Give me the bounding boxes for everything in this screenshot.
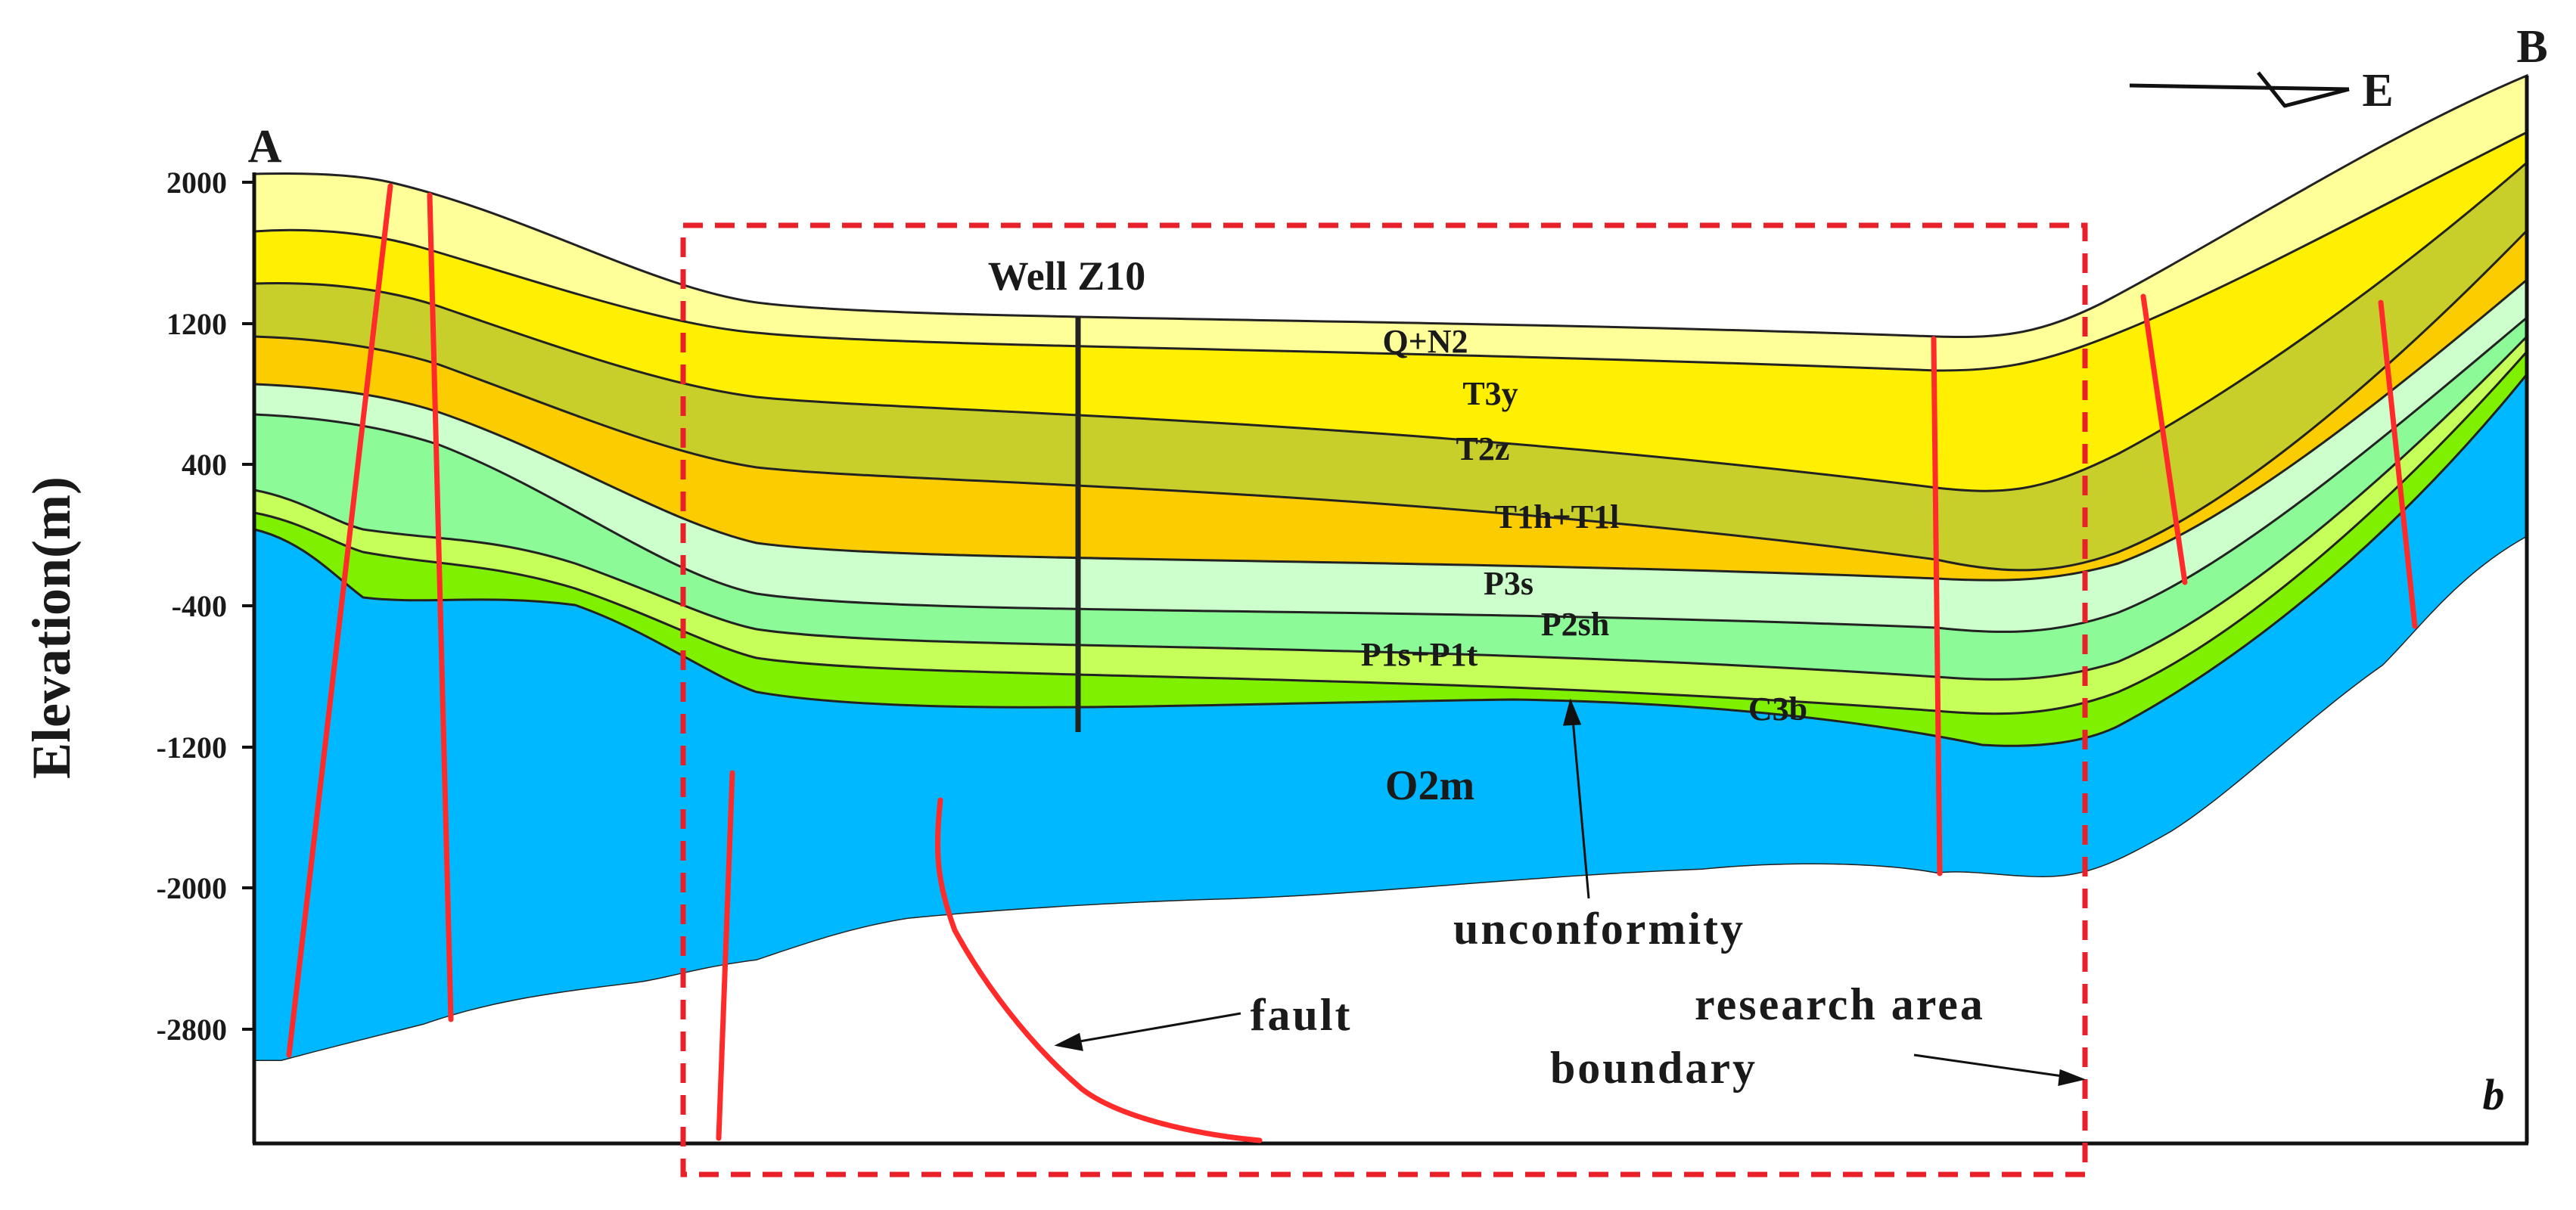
boundary-label-line2: boundary xyxy=(1550,1043,1757,1093)
y-tick: 2000 xyxy=(166,166,227,200)
layer-label: P1s+P1t xyxy=(1361,636,1478,673)
y-tick: -2000 xyxy=(157,871,227,905)
layer-label: P3s xyxy=(1484,565,1533,602)
fault-arrow xyxy=(1054,1012,1241,1051)
boundary-arrow xyxy=(1913,1053,2087,1086)
fault-line xyxy=(716,770,735,1141)
layer-label: C3b xyxy=(1748,690,1807,728)
layer-label: T3y xyxy=(1462,375,1518,412)
layer-labels: Q+N2 T3y T2z T1h+T1l P3s P2sh P1s+P1t C3… xyxy=(1361,323,1807,809)
geologic-layers xyxy=(253,73,2528,1143)
faults xyxy=(286,183,2418,1143)
well-z10-label: Well Z10 xyxy=(988,253,1146,299)
section-start-label: A xyxy=(248,121,282,172)
y-tick: -400 xyxy=(172,589,227,623)
layer-label: O2m xyxy=(1385,762,1474,809)
fault-curve xyxy=(934,797,1263,1143)
plot-frame xyxy=(252,76,2529,1146)
fault-line xyxy=(1931,336,1943,876)
layer-label: T1h+T1l xyxy=(1495,498,1619,535)
y-axis: Elevation(m) 2000 1200 400 -400 -1200 -2… xyxy=(21,166,254,1047)
layer-label: P2sh xyxy=(1541,606,1609,643)
research-area-boundary xyxy=(680,222,2088,1177)
east-label: E xyxy=(2362,65,2393,116)
unconformity-label: unconformity xyxy=(1453,904,1745,954)
y-tick: 400 xyxy=(182,448,227,482)
section-end-label: B xyxy=(2516,21,2547,73)
unconformity-arrow xyxy=(1563,698,1590,899)
boundary-label-line1: research area xyxy=(1695,979,1985,1029)
fault-line xyxy=(286,183,393,1058)
y-axis-title: Elevation(m) xyxy=(21,476,82,779)
layer-label: Q+N2 xyxy=(1382,323,1468,360)
east-arrow xyxy=(2129,71,2350,108)
layer-label: T2z xyxy=(1456,430,1510,467)
fault-line xyxy=(2140,293,2188,585)
y-tick: 1200 xyxy=(166,307,227,341)
y-tick: -1200 xyxy=(157,731,227,765)
fault-label: fault xyxy=(1251,990,1353,1040)
below-basement xyxy=(254,537,2527,1143)
y-tick: -2800 xyxy=(157,1013,227,1047)
fault-line xyxy=(2378,299,2418,629)
fault-line xyxy=(427,192,454,1022)
panel-letter: b xyxy=(2483,1070,2505,1119)
